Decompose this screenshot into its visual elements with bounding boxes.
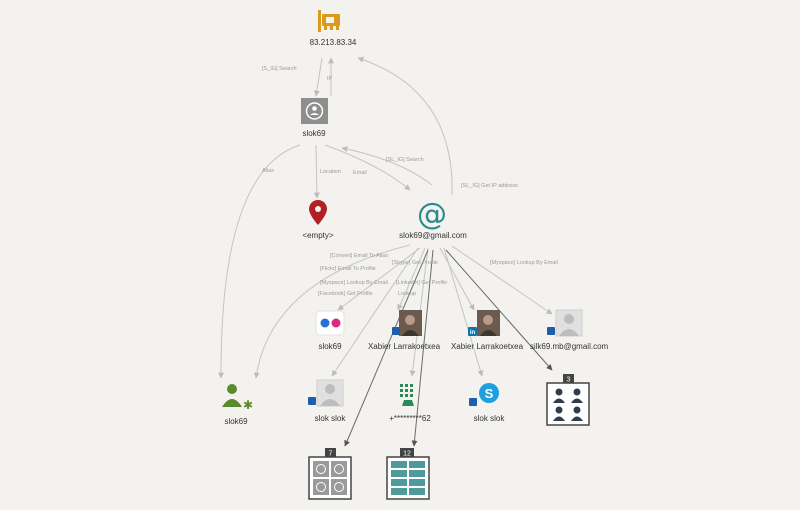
phone-keypad-icon [400, 384, 414, 406]
edge-label-email-linkedin: [LinkedIn] Get Profile [396, 280, 447, 286]
node-alias-top-label: slok69 [302, 129, 326, 138]
node-group7[interactable]: 7 [308, 448, 352, 500]
node-ip-label: 83.213.83.34 [310, 38, 357, 47]
node-phone[interactable]: +*********62 [389, 384, 431, 423]
node-linkedin-profile[interactable]: in Xabier Larrakoetxea [451, 310, 524, 351]
edge-alias-to-location [313, 144, 320, 199]
node-flickr-label: slok69 [318, 342, 342, 351]
svg-text:✱: ✱ [243, 398, 253, 412]
group12-badge-count: 12 [403, 451, 411, 458]
edge-label-alias-to-location: Location [320, 169, 341, 175]
edge-label-alias-to-ip: IP [327, 76, 333, 82]
node-email2[interactable]: silk69.mb@gmail.com [530, 309, 609, 351]
edge-label-email-facebook: [Facebook] Get Profile [318, 291, 373, 297]
edge-label-ip-to-alias: [S_IG] Search [262, 66, 297, 72]
edge-label-alias-to-left: Alias [262, 168, 274, 174]
edge-label-email-skype: [Skype] Get Profile [392, 260, 438, 266]
node-myspace-profile[interactable]: Xabier Larrakoetxea [368, 310, 441, 351]
node-alias-left[interactable]: ✱ slok69 [222, 384, 253, 426]
person-placeholder-icon [301, 98, 328, 124]
edge-label-email-misc: Lookup [398, 291, 416, 297]
edge-email-to-ip [357, 56, 453, 196]
node-skype-label: slok slok [474, 414, 506, 423]
person-placeholder-icon [308, 379, 344, 407]
people-group-icon [546, 382, 590, 426]
edge-email-to-email2 [451, 245, 553, 315]
network-card-icon [318, 10, 340, 32]
edge-email-to-group7 [344, 249, 429, 447]
node-linkedin-profile-label: Xabier Larrakoetxea [451, 342, 524, 351]
edge-label-email-to-ip: [SL_IG] Get IP address [461, 183, 518, 189]
flickr-icon [315, 310, 345, 336]
edge-labels: [S_IG] Search IP Alias Location Email [S… [262, 66, 558, 297]
edges [217, 56, 553, 447]
node-person-slok[interactable]: slok slok [308, 379, 347, 423]
edge-email-to-alias [341, 146, 433, 186]
edge-label-email-to-email2: [Myspace] Lookup By Email [490, 260, 558, 266]
skype-icon: S [469, 383, 499, 406]
at-sign-icon: @ [417, 197, 447, 232]
node-alias-left-label: slok69 [224, 417, 248, 426]
edge-ip-to-alias [313, 57, 323, 97]
photo-grid-icon [308, 456, 352, 500]
node-skype[interactable]: S slok slok [469, 383, 505, 423]
group7-badge-count: 7 [329, 451, 333, 458]
svg-text:in: in [470, 330, 476, 336]
edge-alias-to-left [217, 144, 301, 379]
group3-badge [563, 374, 574, 383]
edge-label-alias-to-email: Email [353, 170, 367, 176]
person-placeholder-icon [547, 309, 583, 337]
edge-alias-to-email [324, 144, 411, 191]
linkedin-avatar-icon: in [468, 310, 500, 336]
group7-badge [325, 448, 336, 457]
edge-email-to-myspace [397, 247, 426, 311]
node-phone-label: +*********62 [389, 414, 431, 423]
edge-label-email-flickr: [Flickr] Email To Profile [320, 266, 376, 272]
node-ip[interactable]: 83.213.83.34 [310, 10, 357, 47]
edge-email-to-alias-left [253, 244, 411, 379]
map-pin-icon [309, 200, 327, 225]
group3-badge-count: 3 [567, 377, 571, 384]
node-flickr[interactable]: slok69 [315, 310, 345, 351]
person-plus-icon: ✱ [222, 384, 253, 412]
edge-email-to-person [331, 247, 419, 377]
node-alias-top[interactable]: slok69 [301, 98, 328, 138]
edge-label-email-to-alias: [SL_IG] Search [386, 157, 424, 163]
svg-text:S: S [485, 386, 494, 401]
node-person-slok-label: slok slok [315, 414, 347, 423]
node-group12[interactable]: 12 [386, 448, 430, 500]
edge-email-to-skype [443, 247, 484, 377]
group12-badge [400, 448, 414, 457]
edge-label-email-myspace: [Myspace] Lookup By Email [320, 280, 388, 286]
node-email[interactable]: @ slok69@gmail.com [399, 197, 467, 240]
node-location-label: <empty> [302, 231, 333, 240]
edge-email-to-linkedin [439, 247, 475, 311]
node-email-label: slok69@gmail.com [399, 231, 467, 240]
photo-avatar-icon [392, 310, 422, 336]
node-location[interactable]: <empty> [302, 200, 334, 240]
edge-email-to-flickr [337, 247, 421, 311]
edge-email-to-group12 [411, 249, 434, 447]
edge-label-email-convert: [Convert] Email To Alias [330, 253, 388, 259]
node-group3[interactable]: 3 [546, 374, 590, 426]
node-email2-label: silk69.mb@gmail.com [530, 342, 609, 351]
node-myspace-profile-label: Xabier Larrakoetxea [368, 342, 441, 351]
profile-list-icon [386, 456, 430, 500]
